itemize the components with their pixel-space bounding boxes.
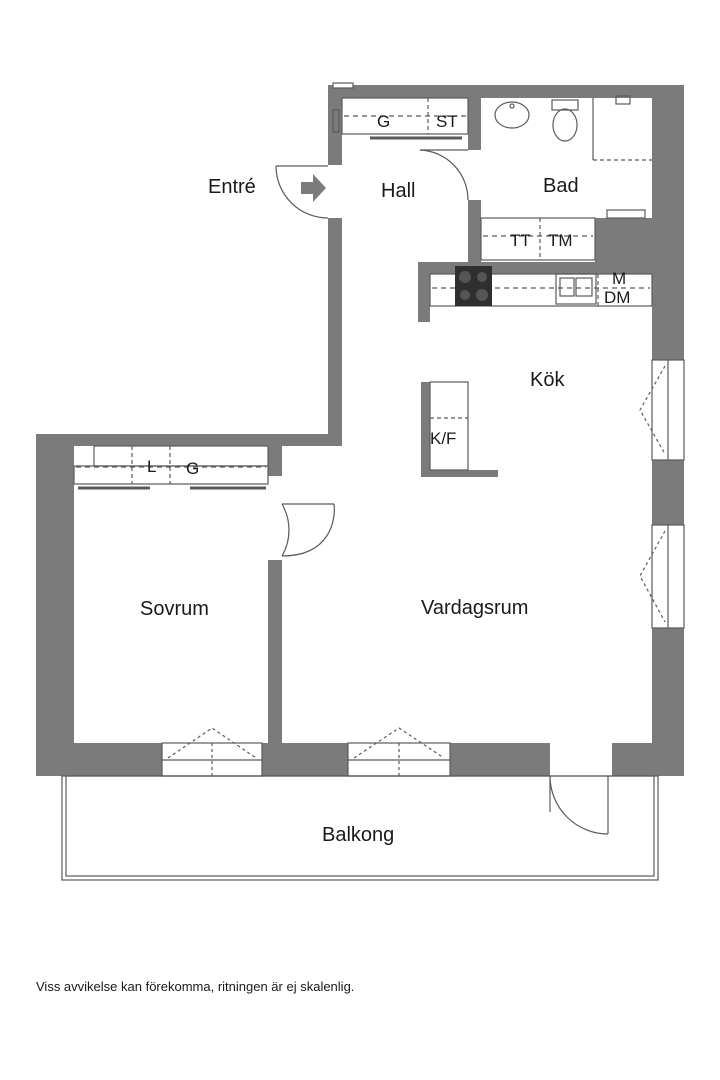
fixture-label-microwave: M bbox=[612, 269, 626, 288]
fixture-label-dishwasher: DM bbox=[604, 288, 630, 307]
fixture-label-bedroom-wardrobe: G bbox=[186, 459, 199, 478]
fixture-label-dryer: TM bbox=[548, 231, 573, 250]
room-label-balkong: Balkong bbox=[322, 824, 394, 846]
fixture-label-fridge-freezer: K/F bbox=[430, 429, 456, 448]
fixture-labels: G ST TT TM M DM K/F L G bbox=[147, 112, 630, 478]
fixture-lines bbox=[61, 82, 685, 881]
room-label-bad: Bad bbox=[543, 175, 579, 197]
room-label-hall: Hall bbox=[381, 180, 415, 202]
room-label-sovrum: Sovrum bbox=[140, 598, 209, 620]
stove-icon bbox=[455, 266, 492, 306]
fixture-label-linen: L bbox=[147, 457, 156, 476]
room-labels: Entré Hall Bad Kök Sovrum Vardagsrum Bal… bbox=[140, 175, 579, 846]
fixture-label-hall-wardrobe: G bbox=[377, 112, 390, 131]
fixture-label-washer: TT bbox=[510, 231, 531, 250]
fixture-label-hall-storage: ST bbox=[436, 112, 458, 131]
entry-arrow-icon bbox=[301, 174, 326, 202]
walls bbox=[36, 85, 684, 776]
room-label-entre: Entré bbox=[208, 176, 256, 198]
room-label-vardagsrum: Vardagsrum bbox=[421, 597, 528, 619]
disclaimer-text: Viss avvikelse kan förekomma, ritningen … bbox=[36, 979, 355, 994]
room-label-kok: Kök bbox=[530, 369, 565, 391]
